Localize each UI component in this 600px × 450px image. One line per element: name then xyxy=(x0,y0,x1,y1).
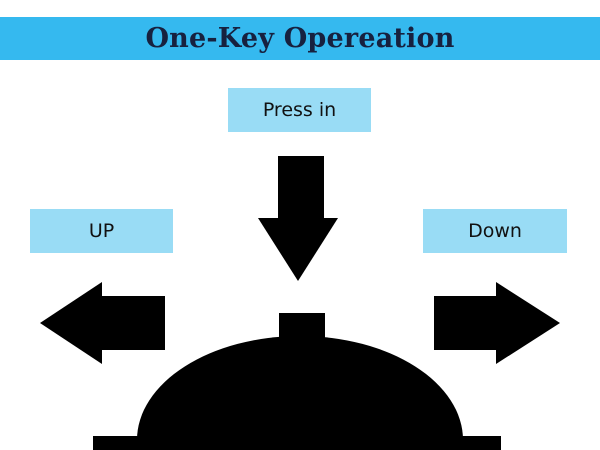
title-bar: One-Key Opereation xyxy=(0,17,600,60)
down-label: Down xyxy=(423,209,567,253)
up-label: UP xyxy=(30,209,173,253)
button-knob-icon xyxy=(93,313,501,450)
arrow-left-icon xyxy=(40,282,165,364)
diagram-title: One-Key Opereation xyxy=(145,23,455,54)
arrow-down-icon xyxy=(258,156,338,281)
arrow-right-icon xyxy=(434,282,560,364)
press-in-label: Press in xyxy=(228,88,371,132)
